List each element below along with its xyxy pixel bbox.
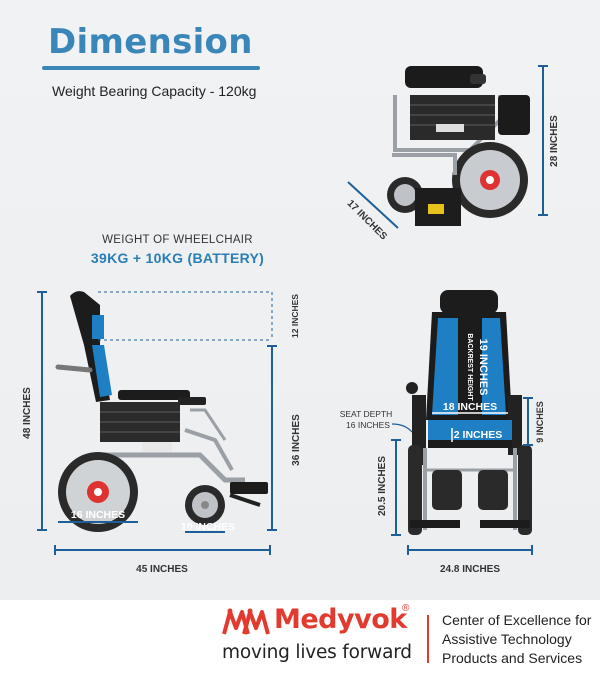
wheelchair-diagrams: 28 INCHES 17 INCHES <box>22 65 560 575</box>
front-width-label: 24.8 INCHES <box>440 564 500 575</box>
seat-height-label: 20.5 INCHES <box>377 456 388 516</box>
center-of-excellence: Center of Excellence for Assistive Techn… <box>442 611 591 668</box>
base-height-label: 36 INCHES <box>291 414 302 466</box>
side-view-wheelchair-image <box>55 291 268 532</box>
front-wheel-label: 10 INCHES <box>181 521 235 533</box>
armrest-height-dimension: 9 INCHES <box>523 397 545 446</box>
side-length-dimension: 45 INCHES <box>54 545 271 575</box>
wheelchair-weight-label: WEIGHT OF WHEELCHAIR <box>102 234 253 246</box>
side-total-height-label: 48 INCHES <box>22 387 33 439</box>
center-line-2: Assistive Technology <box>442 631 572 647</box>
brand-tagline: moving lives forward <box>222 642 412 663</box>
headrest-extension-dimension: 12 INCHES <box>98 291 300 341</box>
backrest-height-label: BACKREST HEIGHT <box>466 333 473 401</box>
base-height-dimension: 36 INCHES <box>267 345 302 531</box>
side-total-height-dimension: 48 INCHES <box>22 291 47 531</box>
front-width-dimension: 24.8 INCHES <box>407 545 533 575</box>
weight-bearing-capacity: Weight Bearing Capacity - 120kg <box>52 83 257 99</box>
rear-wheel-dimension: 16 INCHES <box>58 509 138 523</box>
front-view-wheelchair-image <box>406 290 532 535</box>
seat-depth-value: 16 INCHES <box>346 420 390 430</box>
brand-name: Medyvok <box>274 604 407 635</box>
headrest-extension-label: 12 INCHES <box>290 294 300 338</box>
backrest-height-value: 19 INCHES <box>477 339 489 396</box>
folded-height-label: 28 INCHES <box>549 115 560 167</box>
center-line-1: Center of Excellence for <box>442 612 592 628</box>
footer-divider <box>427 615 429 663</box>
seat-height-dimension: 20.5 INCHES <box>377 439 401 536</box>
folded-height-dimension: 28 INCHES <box>538 65 560 216</box>
side-length-label: 45 INCHES <box>136 564 188 575</box>
registered-mark: ® <box>402 603 410 614</box>
cushion-thickness-label: 2 INCHES <box>454 429 502 441</box>
medyvok-logo-icon <box>222 608 270 635</box>
title-underline <box>42 66 260 70</box>
footer <box>0 600 600 677</box>
rear-wheel-label: 16 INCHES <box>71 509 125 521</box>
front-wheel-dimension: 10 INCHES <box>181 521 235 533</box>
backrest-height-dimension: BACKREST HEIGHT 19 INCHES <box>466 333 489 401</box>
seat-width-dimension: 18 INCHES <box>432 401 508 414</box>
seat-width-label: 18 INCHES <box>443 401 497 413</box>
page-title: Dimension <box>48 22 253 62</box>
cushion-thickness-dimension: 2 INCHES <box>451 428 502 442</box>
folded-depth-label: 17 INCHES <box>345 198 390 243</box>
folded-wheelchair-image <box>387 66 530 226</box>
wheelchair-weight-values: 39KG + 10KG (BATTERY) <box>90 250 265 266</box>
seat-depth-dimension: SEAT DEPTH 16 INCHES <box>340 409 413 433</box>
center-line-3: Products and Services <box>442 650 583 666</box>
seat-depth-label: SEAT DEPTH <box>340 409 393 419</box>
armrest-height-label: 9 INCHES <box>535 401 545 443</box>
